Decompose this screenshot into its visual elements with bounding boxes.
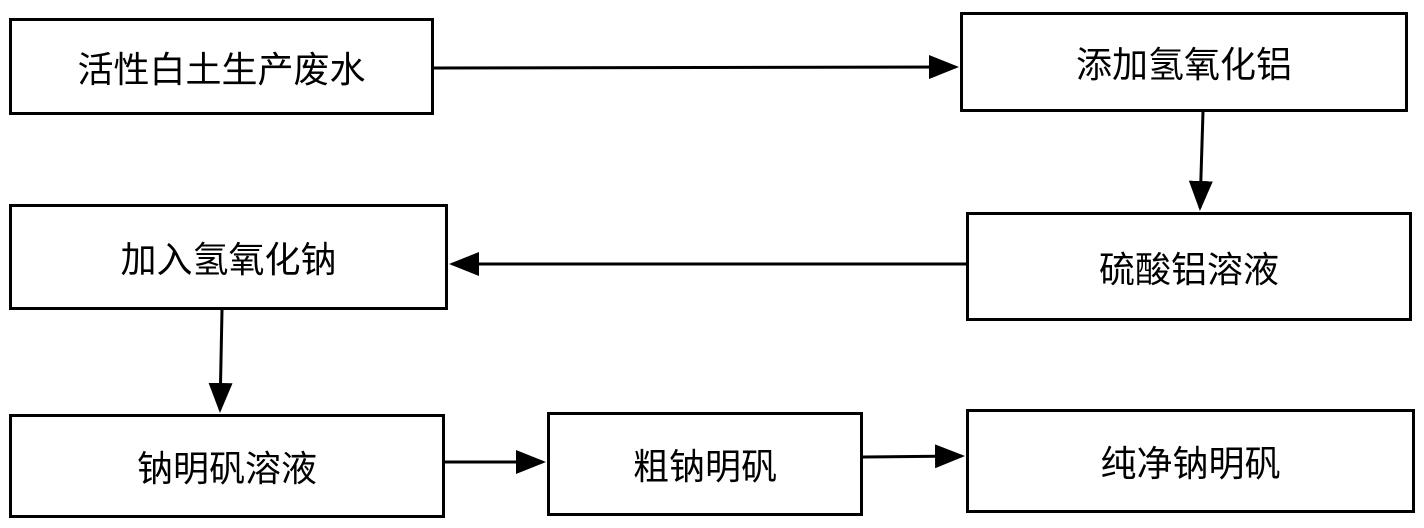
node-crude-sodium-alum: 粗钠明矾	[547, 412, 863, 516]
arrow-n1-to-n2	[433, 55, 959, 80]
arrow-n2-to-n3	[1188, 111, 1213, 211]
node-sodium-alum-solution: 钠明矾溶液	[9, 414, 445, 518]
node-aluminum-sulfate-solution: 硫酸铝溶液	[966, 212, 1412, 321]
node-wastewater-label: 活性白土生产废水	[77, 49, 366, 91]
node-add-aluminum-hydroxide: 添加氢氧化铝	[960, 12, 1408, 112]
node-sodium-alum-solution-label: 钠明矾溶液	[136, 449, 317, 490]
arrow-n6-to-n7	[862, 444, 965, 469]
node-wastewater: 活性白土生产废水	[9, 18, 434, 115]
node-aluminum-sulfate-solution-label: 硫酸铝溶液	[1098, 249, 1279, 291]
node-add-sodium-hydroxide: 加入氢氧化钠	[9, 204, 448, 310]
node-add-sodium-hydroxide-label: 加入氢氧化钠	[120, 240, 337, 281]
node-pure-sodium-alum: 纯净钠明矾	[966, 409, 1415, 513]
node-pure-sodium-alum-label: 纯净钠明矾	[1100, 444, 1281, 485]
node-add-aluminum-hydroxide-label: 添加氢氧化铝	[1075, 45, 1292, 86]
arrow-n4-to-n5	[208, 309, 233, 413]
node-crude-sodium-alum-label: 粗钠明矾	[632, 447, 777, 488]
